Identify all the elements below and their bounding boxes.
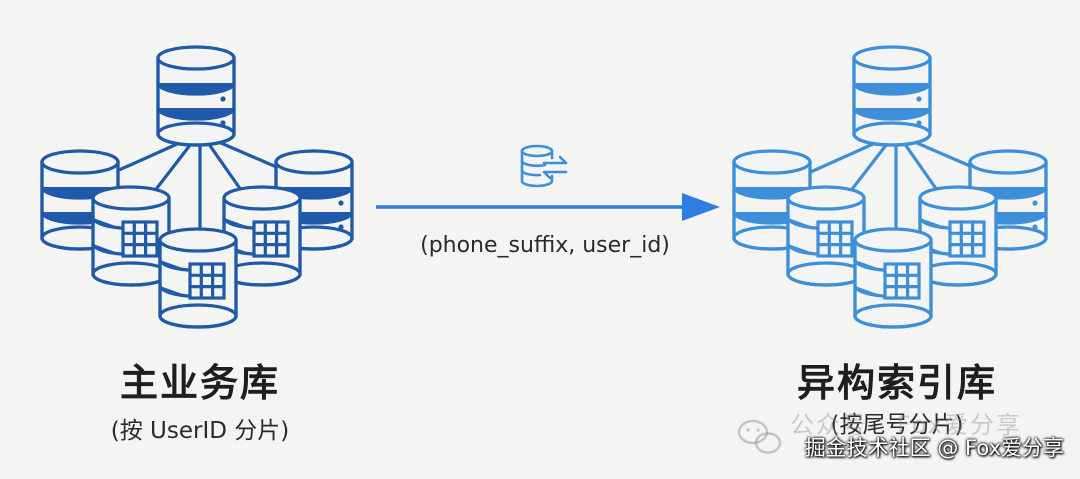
- right-subtitle: (按尾号分片): [830, 412, 964, 438]
- table-database-icon: [786, 185, 866, 287]
- right-database-cluster: [732, 45, 1048, 329]
- wechat-icon: [737, 419, 782, 454]
- central-database-icon: [156, 45, 236, 147]
- arrow-label: (phone_suffix, user_id): [420, 233, 670, 258]
- watermark-text: 公众号 · Fox爱分享: [790, 411, 1022, 439]
- left-subtitle: (按 UserID 分片): [110, 418, 290, 444]
- credit-text: 掘金技术社区 @ Fox爱分享: [804, 436, 1064, 460]
- central-database-icon: [852, 45, 932, 147]
- database-sync-icon: [520, 144, 568, 188]
- sync-arrow: [376, 193, 720, 221]
- right-title: 异构索引库: [796, 361, 997, 405]
- table-database-icon: [158, 227, 238, 329]
- left-database-cluster: [40, 45, 354, 329]
- left-title: 主业务库: [119, 361, 280, 405]
- table-database-icon: [853, 227, 933, 329]
- table-database-icon: [91, 185, 171, 287]
